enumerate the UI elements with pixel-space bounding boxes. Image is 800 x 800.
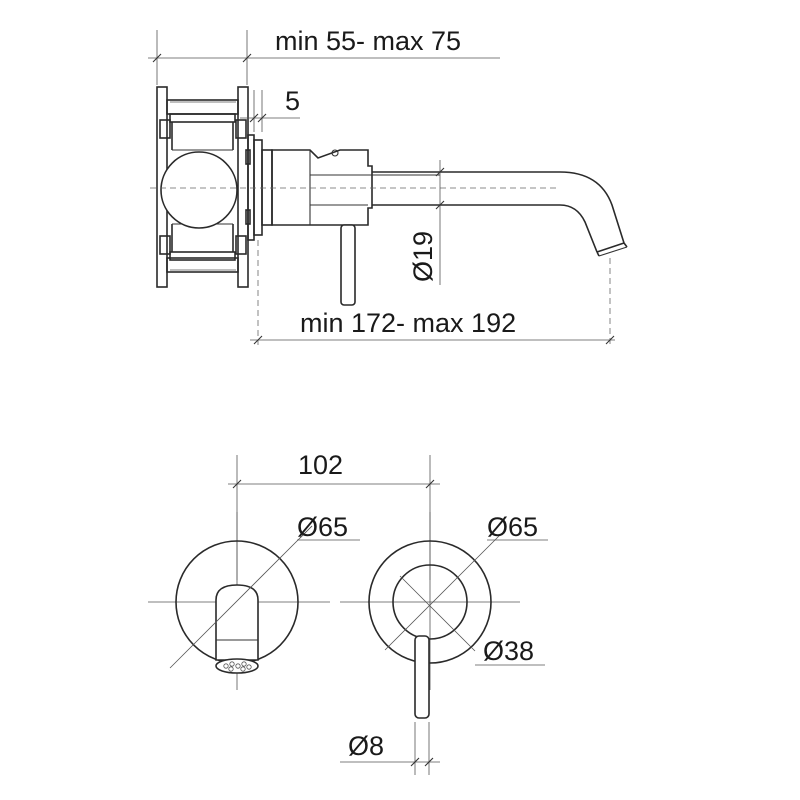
side-view: min 55- max 75 5 Ø19 min 172- max 192: [148, 26, 628, 345]
spout-rosette: Ø65: [148, 512, 360, 690]
dim-plate-thickness: 5: [240, 86, 300, 132]
dim-lever-diameter: Ø8: [340, 722, 440, 775]
dim-spout-diameter: Ø19: [408, 160, 445, 285]
valve-body: [271, 149, 440, 226]
dim-top-width-label: min 55- max 75: [275, 26, 461, 56]
lever: [340, 224, 356, 306]
dim-spout-length-label: min 172- max 192: [300, 308, 516, 338]
dim-top-width: min 55- max 75: [148, 26, 500, 85]
front-view: 102 Ø65: [148, 450, 548, 775]
dim-spout-length: min 172- max 192: [250, 308, 615, 345]
dim-lever-diameter-label: Ø8: [348, 731, 384, 761]
handle-rosette: Ø65 Ø38: [340, 512, 548, 719]
aerator-icon: [223, 661, 252, 672]
dim-handle-rosette-label: Ø65: [487, 512, 538, 542]
dim-handle-cap-label: Ø38: [483, 636, 534, 666]
rosette-plate: [245, 134, 273, 241]
dim-center-distance-label: 102: [298, 450, 343, 480]
dim-plate-thickness-label: 5: [285, 86, 300, 116]
dim-spout-rosette-label: Ø65: [297, 512, 348, 542]
spout: [372, 171, 628, 257]
wall-box: [156, 86, 249, 288]
dim-spout-diameter-label: Ø19: [408, 231, 438, 282]
